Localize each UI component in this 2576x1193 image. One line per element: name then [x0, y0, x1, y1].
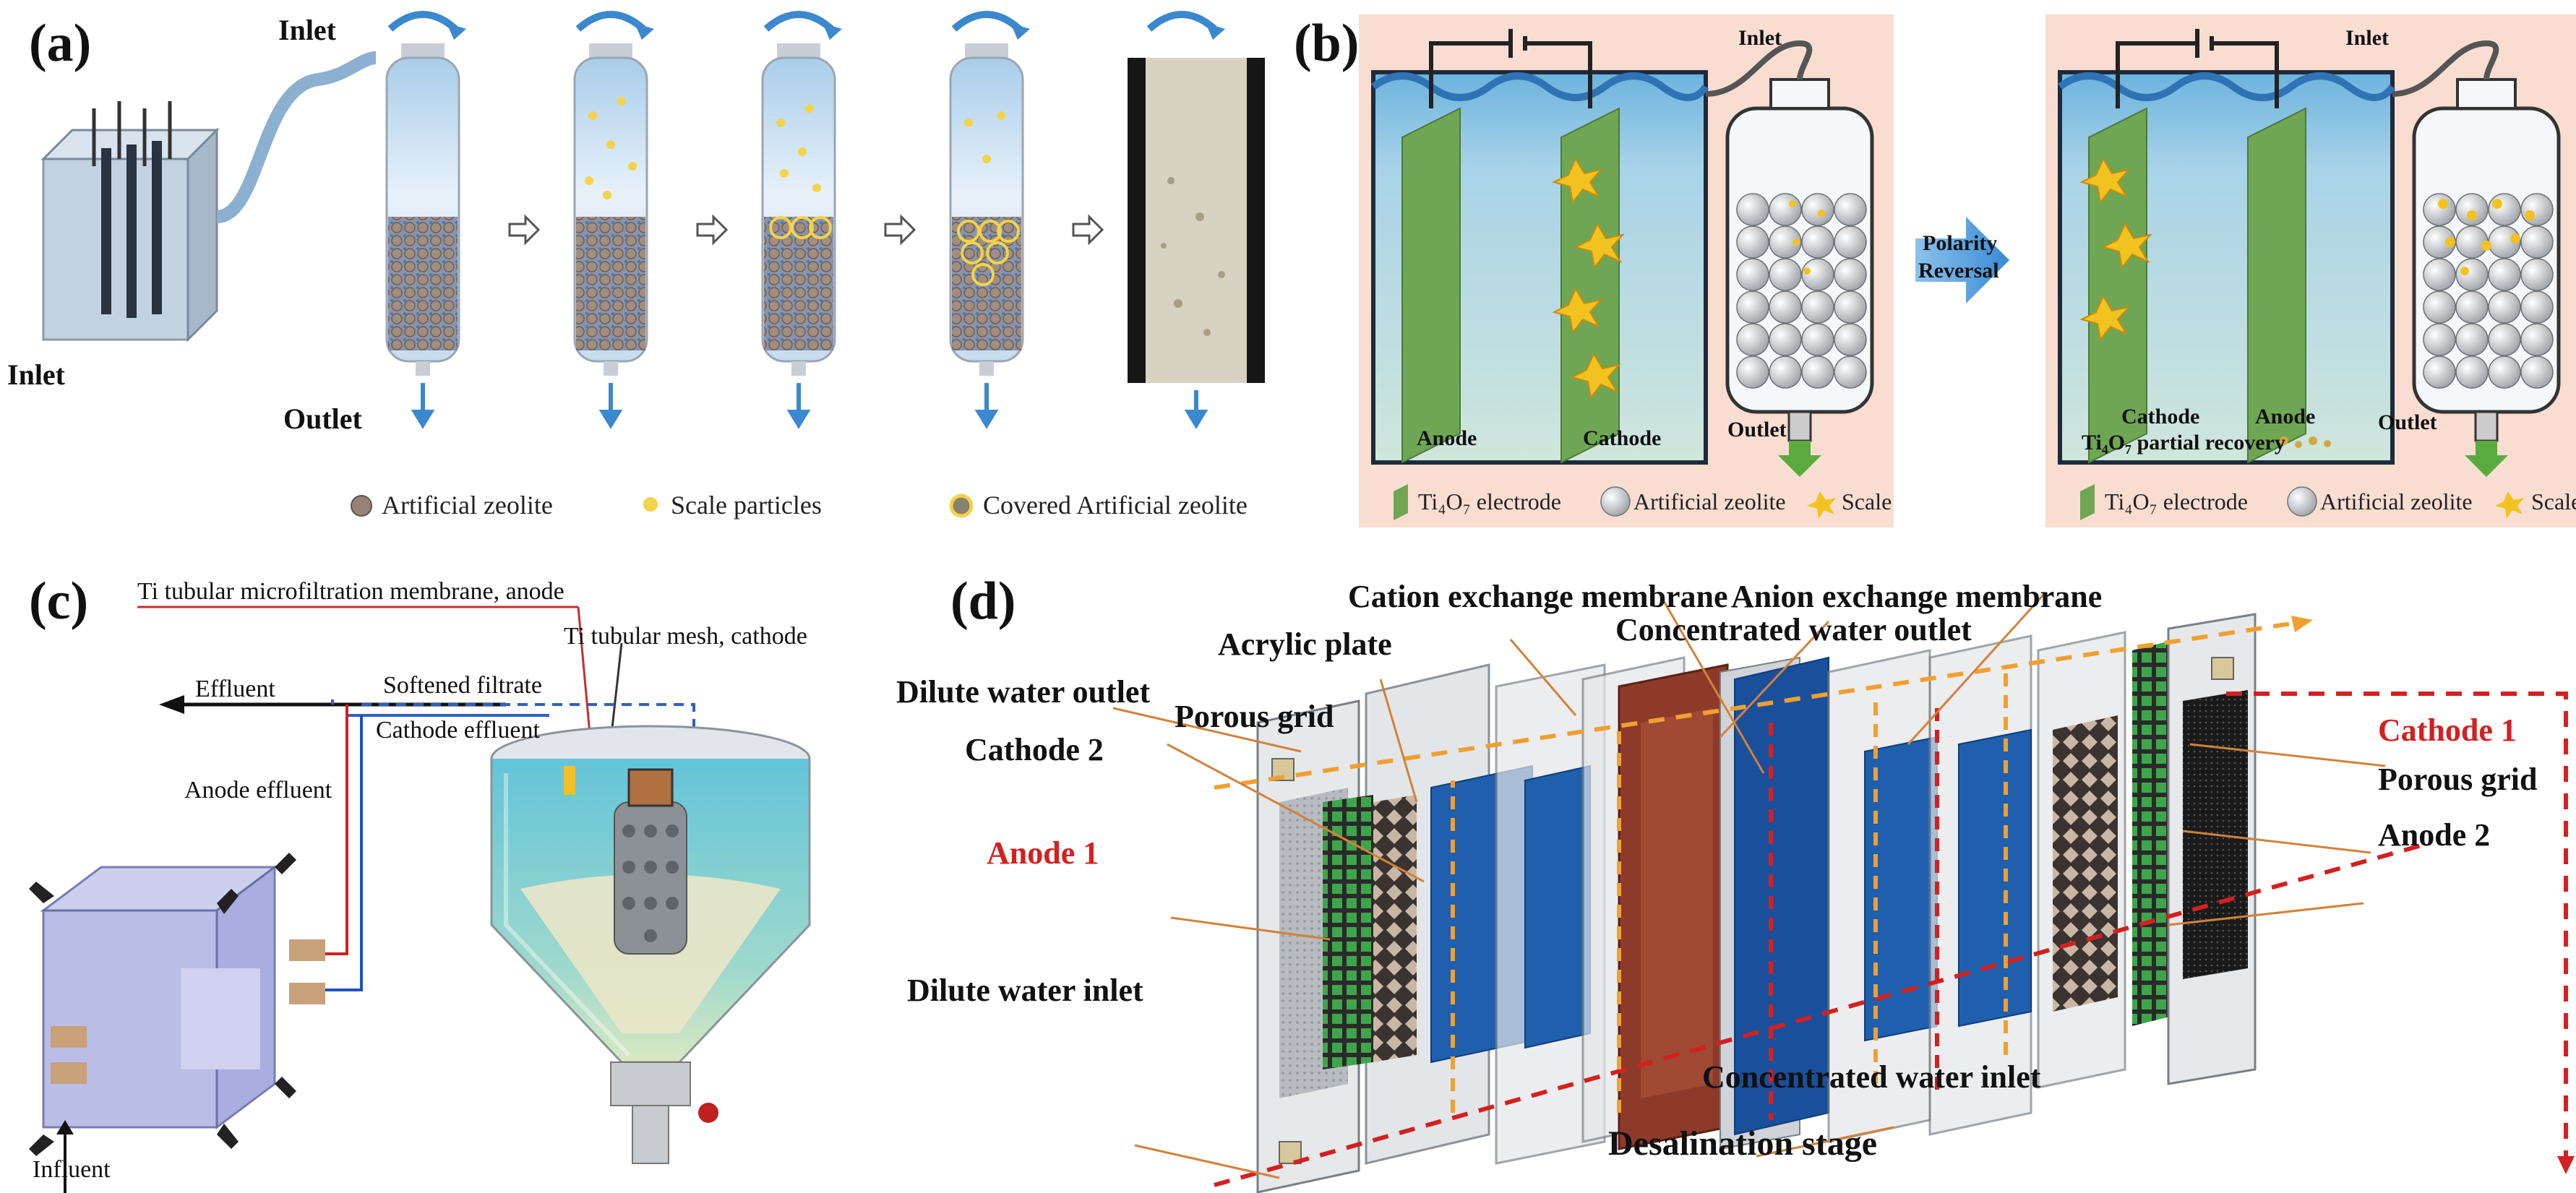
electrochemical-cell-a [40, 51, 377, 343]
column-3 [761, 43, 836, 376]
zeolite-bed-left [1736, 193, 1867, 389]
electrode-cube [29, 853, 325, 1156]
label-acrylic-plate: Acrylic plate [1218, 626, 1392, 662]
column-photo [1128, 58, 1265, 383]
column-2 [573, 43, 648, 376]
panel-b-left-outlet: Outlet [1727, 418, 1787, 442]
panel-a-inlet-left: Inlet [7, 358, 65, 391]
panel-a-inlet-top: Inlet [278, 14, 336, 46]
legend-zeolite-marker [351, 495, 372, 517]
label-effluent: Effluent [195, 676, 275, 702]
panel-b-left-inlet: Inlet [1738, 26, 1782, 50]
step-arrows [508, 214, 1104, 246]
outlet-arrows [411, 383, 1208, 429]
label-desalination-stage: Desalination stage [1608, 1124, 1877, 1163]
panel-b-left-cathode: Cathode [1583, 426, 1662, 450]
label-cathode-effluent: Cathode effluent [376, 717, 540, 744]
cathode-plate-left [1560, 107, 1620, 464]
panel-d-graphic [1112, 591, 2575, 1193]
legend-b-right-zeolite: Artificial zeolite [2320, 488, 2473, 514]
legend-covered-marker [949, 494, 974, 518]
legend-b-left-electrode: Ti₄O₇ electrode [1418, 488, 1561, 514]
label-cathode-1: Cathode 1 [2378, 712, 2517, 748]
panel-c-tag: (c) [29, 572, 89, 631]
legend-artificial-zeolite: Artificial zeolite [382, 491, 553, 520]
panel-d-tag: (d) [950, 572, 1016, 631]
polarity-label-1: Polarity [1923, 231, 1998, 255]
column-4 [949, 43, 1024, 376]
legend-b-right-electrode: Ti₄O₇ electrode [2105, 488, 2248, 514]
label-anion-exchange-membrane: Anion exchange membrane [1731, 579, 2103, 614]
legend-b-left-zeolite: Artificial zeolite [1633, 488, 1786, 514]
legend-covered-zeolite: Covered Artificial zeolite [983, 491, 1248, 520]
recirculation-arrows [387, 11, 1217, 32]
panel-a-tag: (a) [29, 14, 92, 73]
panel-a-graphic [40, 11, 1265, 518]
legend-scale-particles: Scale particles [671, 491, 822, 520]
zeolite-bed-right [2423, 193, 2554, 389]
label-influent: Influent [33, 1156, 111, 1183]
panel-b-right-anode: Anode [2255, 405, 2316, 428]
panel-c-graphic [29, 606, 811, 1193]
label-dilute-outlet: Dilute water outlet [896, 674, 1151, 710]
label-anode-2: Anode 2 [2378, 817, 2491, 853]
panel-b-tag: (b) [1294, 14, 1360, 73]
legend-scale-marker [643, 497, 658, 512]
legend-b-right-scale: Scale [2531, 488, 2576, 514]
label-porous-grid-right: Porous grid [2378, 762, 2538, 797]
panel-a-outlet: Outlet [283, 402, 362, 435]
panel-b-right-inlet: Inlet [2345, 26, 2389, 50]
panel-b-right-cathode-sub: Ti₄O₇ partial recovery [2082, 431, 2285, 455]
label-concentrated-inlet: Concentrated water inlet [1702, 1059, 2041, 1095]
label-porous-grid-left: Porous grid [1175, 699, 1334, 734]
porous-grid-right [2053, 715, 2118, 1012]
panel-b-right-cathode: Cathode [2121, 405, 2200, 428]
column-1 [385, 43, 460, 376]
label-cathode-2: Cathode 2 [965, 732, 1104, 767]
porous-grid-left [1373, 795, 1417, 1062]
label-anode-effluent: Anode effluent [184, 777, 332, 804]
label-anode-1: Anode 1 [987, 835, 1099, 871]
label-dilute-inlet: Dilute water inlet [907, 973, 1143, 1008]
label-concentrated-outlet: Concentrated water outlet [1615, 612, 1972, 647]
label-cation-exchange-membrane: Cation exchange membrane [1348, 579, 1728, 614]
label-softened-filtrate: Softened filtrate [383, 672, 542, 699]
anode-plate-left [1401, 107, 1461, 464]
legend-b-left-scale: Scale [1842, 488, 1892, 514]
label-ti-mesh-cathode: Ti tubular mesh, cathode [564, 623, 807, 650]
panel-b-right-outlet: Outlet [2378, 410, 2437, 434]
panel-b-graphic [1359, 14, 2576, 527]
softening-tank [490, 725, 811, 1164]
polarity-label-2: Reversal [1918, 259, 1999, 283]
polarity-reversal-arrow [1915, 217, 2009, 303]
anode-plate-right [2247, 107, 2306, 464]
panel-b-left-anode: Anode [1417, 426, 1477, 450]
label-ti-membrane-anode: Ti tubular microfiltration membrane, ano… [137, 578, 564, 605]
